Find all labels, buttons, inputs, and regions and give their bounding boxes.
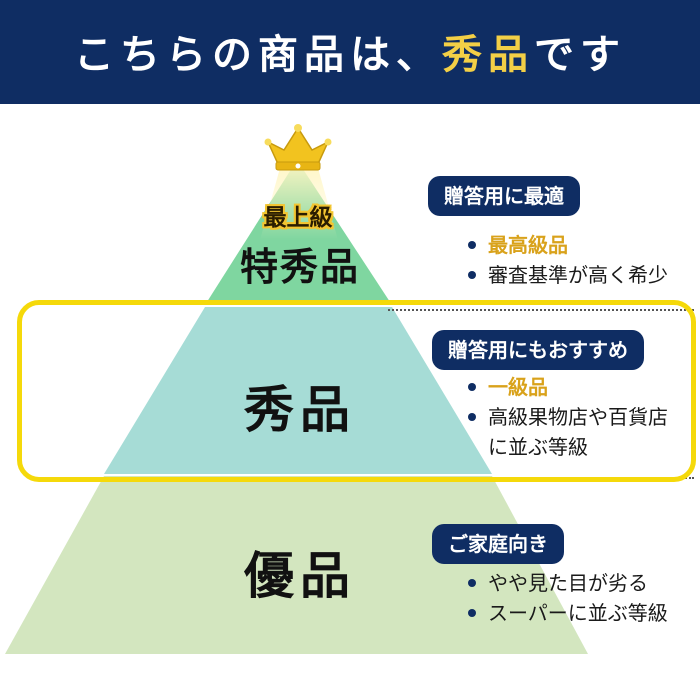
banner-title: こちらの商品は、秀品です bbox=[0, 22, 700, 80]
list-item: 最高級品 bbox=[464, 230, 668, 260]
banner-title-highlight: 秀品 bbox=[442, 31, 534, 78]
banner-title-prefix: こちらの商品は、 bbox=[74, 31, 442, 78]
top-tier-tag: 贈答用に最適 bbox=[428, 176, 580, 216]
bottom-tier-tag: ご家庭向き bbox=[432, 524, 564, 564]
bullet-text: 高級果物店や百貨店 bbox=[488, 405, 668, 429]
list-item: 一級品 bbox=[464, 372, 668, 402]
middle-tier-label: 秀品 bbox=[244, 380, 356, 439]
bullet-text: スーパーに並ぶ等級 bbox=[488, 601, 668, 625]
bullet-icon bbox=[468, 579, 476, 587]
banner-title-suffix: です bbox=[534, 31, 626, 78]
pyramid-tier-bottom bbox=[5, 476, 588, 654]
current-grade-highlight bbox=[17, 300, 696, 482]
pyramid-tier-middle bbox=[104, 307, 492, 474]
bullet-text: やや見た目が劣る bbox=[488, 571, 648, 595]
top-tier-bullets: 最高級品 審査基準が高く希少 bbox=[464, 230, 668, 290]
middle-tier-bullets: 一級品 高級果物店や百貨店に並ぶ等級 bbox=[464, 372, 668, 462]
top-tier-label: 特秀品 bbox=[239, 244, 360, 289]
crown-icon bbox=[264, 124, 332, 171]
bottom-tier-bullets: やや見た目が劣る スーパーに並ぶ等級 bbox=[464, 568, 668, 628]
bullet-text-continuation: に並ぶ等級 bbox=[488, 435, 588, 459]
bullet-icon bbox=[468, 383, 476, 391]
header-banner: こちらの商品は、秀品です bbox=[0, 0, 700, 104]
list-item: 高級果物店や百貨店に並ぶ等級 bbox=[464, 402, 668, 462]
crown-glow bbox=[260, 168, 338, 240]
bottom-tier-label: 優品 bbox=[244, 546, 356, 605]
middle-tier-tag: 贈答用にもおすすめ bbox=[432, 330, 644, 370]
bullet-icon bbox=[468, 271, 476, 279]
bullet-text: 審査基準が高く希少 bbox=[488, 263, 668, 287]
list-item: 審査基準が高く希少 bbox=[464, 260, 668, 290]
list-item: スーパーに並ぶ等級 bbox=[464, 598, 668, 628]
divider-top bbox=[388, 309, 694, 311]
top-tier-badge: 最上級 bbox=[263, 205, 333, 231]
bullet-icon bbox=[468, 413, 476, 421]
bullet-text: 最高級品 bbox=[488, 233, 568, 257]
bullet-icon bbox=[468, 609, 476, 617]
list-item: やや見た目が劣る bbox=[464, 568, 668, 598]
bullet-icon bbox=[468, 241, 476, 249]
bullet-text: 一級品 bbox=[488, 375, 548, 399]
